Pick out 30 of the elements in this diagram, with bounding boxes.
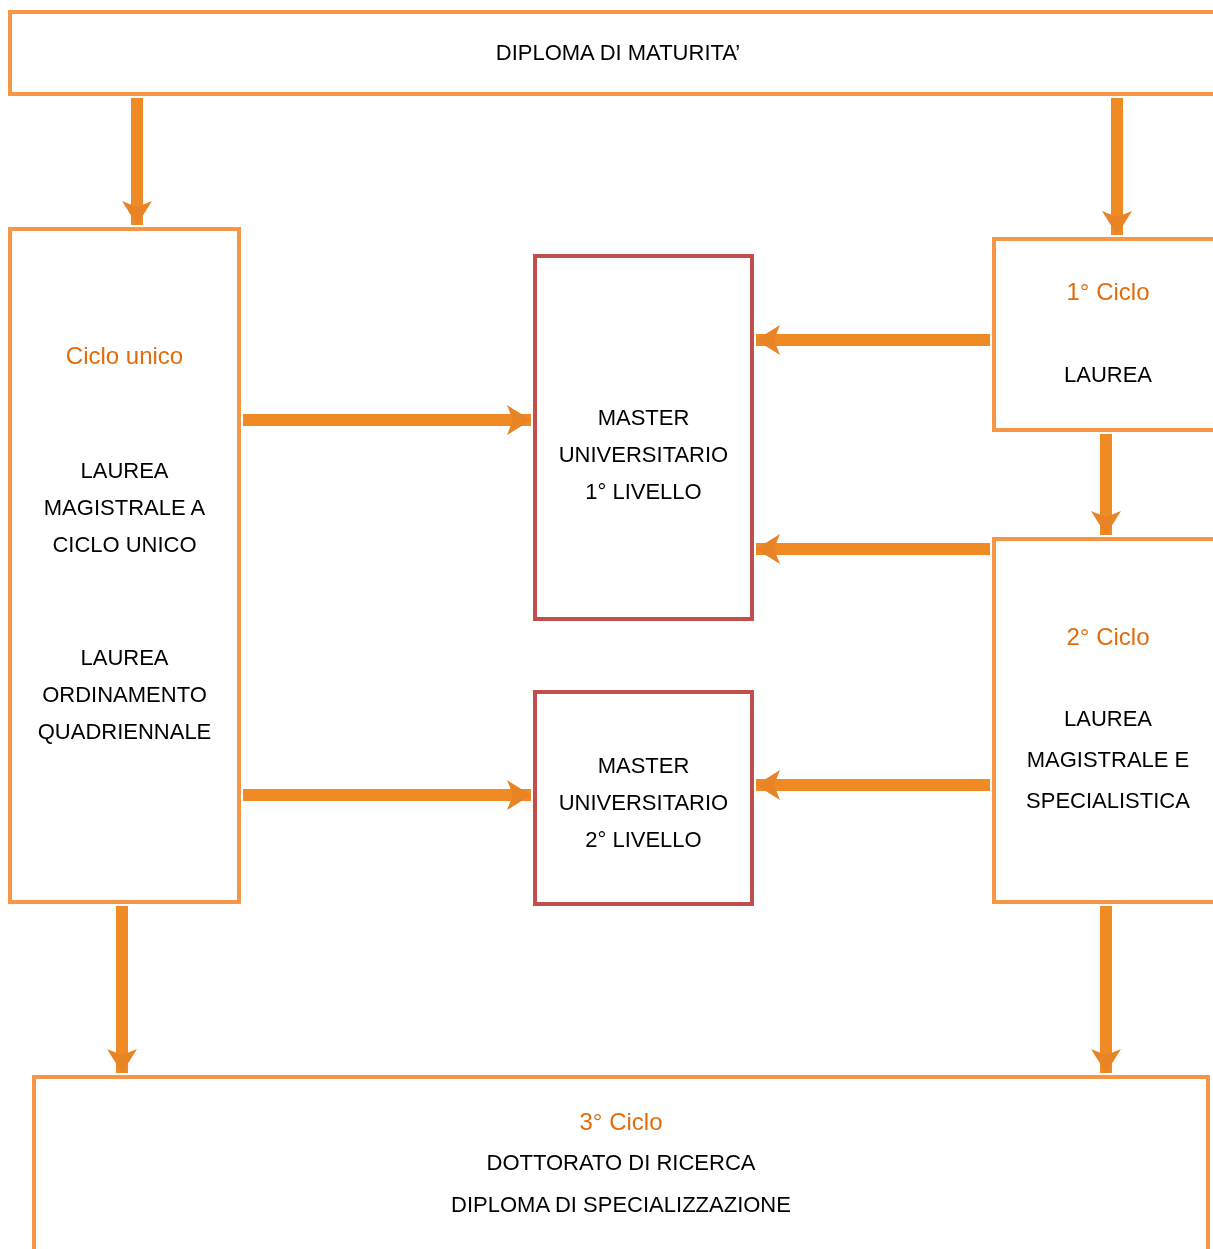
process-box <box>992 237 1213 432</box>
heading-text: 2° Ciclo <box>1065 621 1151 652</box>
node-text: LAUREA MAGISTRALE A CICLO UNICO <box>42 456 207 559</box>
node-text: MASTER UNIVERSITARIO 2° LIVELLO <box>557 751 730 854</box>
node-text: LAUREA MAGISTRALE E SPECIALISTICA <box>1025 704 1191 815</box>
block-arrow <box>756 534 990 564</box>
process-box <box>32 1075 1210 1249</box>
block-arrow <box>756 325 990 355</box>
block-arrow <box>122 98 152 225</box>
node-text: DOTTORATO DI RICERCA <box>485 1148 757 1177</box>
block-arrow <box>243 405 531 435</box>
process-box <box>8 227 241 904</box>
node-text: MASTER UNIVERSITARIO 1° LIVELLO <box>557 403 730 506</box>
heading-text: 1° Ciclo <box>1065 276 1151 307</box>
process-box <box>8 10 1213 96</box>
node-text: DIPLOMA DI MATURITA’ <box>494 38 742 67</box>
block-arrow <box>243 780 531 810</box>
block-arrow <box>107 906 137 1073</box>
node-text: LAUREA ORDINAMENTO QUADRIENNALE <box>36 643 213 746</box>
process-box <box>992 537 1213 904</box>
node-text: LAUREA <box>1062 360 1153 389</box>
node-text: DIPLOMA DI SPECIALIZZAZIONE <box>450 1190 792 1219</box>
block-arrow <box>1091 434 1121 535</box>
process-box <box>533 690 754 906</box>
process-box <box>533 254 754 621</box>
heading-text: Ciclo unico <box>64 340 185 371</box>
block-arrow <box>756 770 990 800</box>
heading-text: 3° Ciclo <box>578 1106 664 1137</box>
block-arrow <box>1102 98 1132 235</box>
block-arrow <box>1091 906 1121 1073</box>
